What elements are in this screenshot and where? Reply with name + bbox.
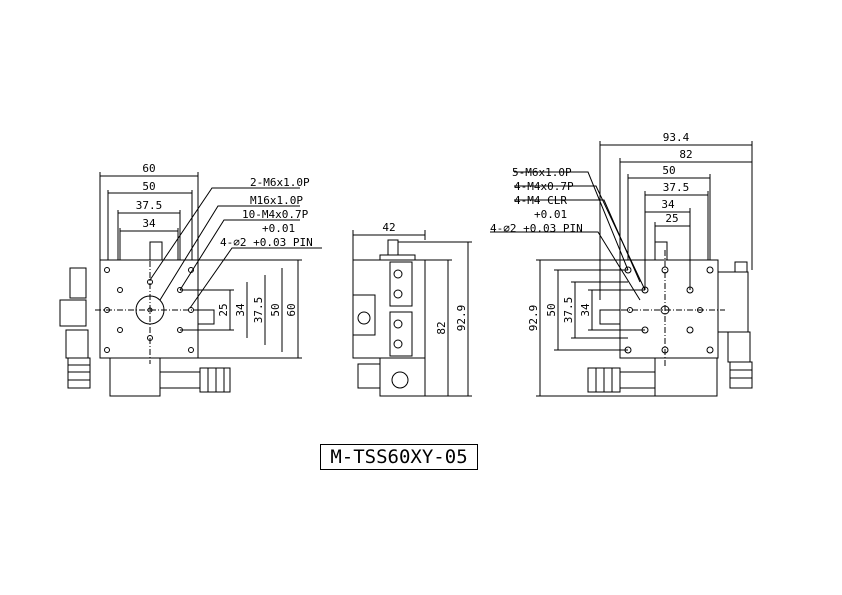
dim-top-60: 60 — [142, 162, 155, 175]
dim-top-34: 34 — [142, 217, 156, 230]
dim-bot-v-37-5: 37.5 — [562, 297, 575, 324]
dim-bot-34: 34 — [661, 198, 675, 211]
dim-top-v-60: 60 — [285, 303, 298, 316]
dim-top-37-5: 37.5 — [136, 199, 163, 212]
dim-top-v-37-5: 37.5 — [252, 297, 265, 324]
callout-bot-tolerance: +0.01 — [534, 208, 567, 221]
side-view — [352, 230, 472, 397]
dim-top-v-34: 34 — [234, 303, 247, 317]
callout-pin: 4-∅2 +0.03 PIN — [220, 236, 313, 249]
dim-bot-37-5: 37.5 — [663, 181, 690, 194]
bottom-view — [490, 141, 753, 397]
dim-bot-v-92-9: 92.9 — [527, 305, 540, 332]
callout-tolerance: +0.01 — [262, 222, 295, 235]
callout-4-m4-clr: 4-M4 CLR — [514, 194, 567, 207]
dim-bot-50: 50 — [662, 164, 675, 177]
callout-4-m4: 4-M4x0.7P — [514, 180, 574, 193]
dim-side-42: 42 — [382, 221, 395, 234]
dim-top-v-25: 25 — [217, 303, 230, 316]
callout-bot-pin: 4-∅2 +0.03 PIN — [490, 222, 583, 235]
dim-side-92-9: 92.9 — [455, 305, 468, 332]
dim-top-50: 50 — [142, 180, 155, 193]
dim-bot-93-4: 93.4 — [663, 131, 690, 144]
top-view — [59, 172, 322, 397]
callout-10-m4: 10-M4x0.7P — [242, 208, 309, 221]
dim-bot-82: 82 — [679, 148, 692, 161]
dim-bot-25: 25 — [665, 212, 678, 225]
dim-side-82: 82 — [435, 321, 448, 334]
drawing-title: M-TSS60XY-05 — [320, 444, 478, 470]
dim-bot-v-50: 50 — [545, 303, 558, 316]
callout-2-m6: 2-M6x1.0P — [250, 176, 310, 189]
callout-5-m6: 5-M6x1.0P — [512, 166, 572, 179]
dim-top-v-50: 50 — [269, 303, 282, 316]
callout-m16: M16x1.0P — [250, 194, 303, 207]
dim-bot-v-34: 34 — [579, 303, 592, 317]
